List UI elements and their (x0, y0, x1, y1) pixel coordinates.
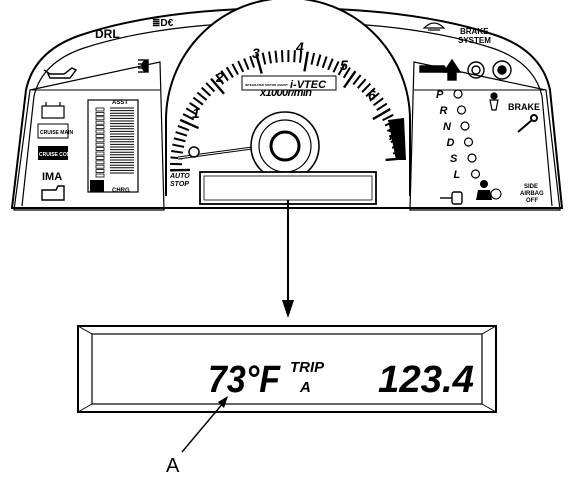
gear-position-lamp (468, 154, 476, 162)
ima-bar-segment (96, 148, 104, 151)
brake-system-label-line1: BRAKE (460, 27, 489, 36)
gear-position-label: D (447, 137, 455, 149)
gear-position-label: L (454, 169, 461, 181)
ivtec-logo-small-text: INTEGRATED MOTOR ASSIST (245, 83, 288, 87)
gear-position-lamp (458, 106, 466, 114)
ima-bar-segment (96, 139, 104, 142)
ivtec-logo: INTEGRATED MOTOR ASSIST i-VTEC (242, 76, 336, 91)
ima-bar-segment (96, 161, 104, 164)
tach-number: 1 (192, 105, 200, 121)
ima-bar-segment (96, 170, 104, 173)
ima-bar-segment (96, 108, 104, 111)
ima-bar-segment (96, 112, 104, 115)
side-airbag-off-line3: OFF (526, 198, 538, 204)
ima-bar-gauge: ASST CHRG (88, 100, 138, 194)
cruise-main-indicator: CRUISE MAIN (38, 124, 73, 138)
gear-position-lamp (465, 138, 473, 146)
outside-temperature-readout: 73°F (208, 359, 282, 401)
brake-system-label-line2: SYSTEM (458, 36, 491, 45)
gear-position-label: S (450, 153, 458, 165)
gear-position-lamp (454, 90, 462, 98)
auto-stop-label-line2: STOP (170, 181, 189, 188)
fog-light-indicator: ≣D€ (152, 18, 174, 29)
side-airbag-off-line2: AIRBAG (520, 191, 544, 197)
gear-position-label: P (436, 89, 444, 101)
ima-bar-segment (96, 143, 104, 146)
gear-position-label: R (440, 105, 448, 117)
ima-bar-segment (96, 117, 104, 120)
cruise-control-label: CRUISE CONTROL (39, 152, 84, 158)
ima-bar-segment (96, 130, 104, 133)
tach-number: 2 (215, 69, 224, 85)
brake-label: BRAKE (508, 102, 540, 112)
gear-position-label: N (443, 121, 452, 133)
tach-tick (275, 51, 276, 63)
tach-number: 5 (340, 57, 348, 73)
gear-position-lamp (461, 122, 469, 130)
ima-bar-segment (96, 156, 104, 159)
enlarged-multi-display: 73°F TRIP A 123.4 (78, 326, 496, 412)
ima-label: IMA (42, 171, 62, 183)
tach-tick (294, 50, 295, 62)
ima-asst-label: ASST (112, 100, 128, 106)
ivtec-logo-text: i-VTEC (290, 79, 327, 91)
side-airbag-off-line1: SIDE (524, 184, 538, 190)
ima-bar-segment (96, 174, 104, 177)
callout-a-label: A (166, 455, 180, 477)
ima-bar-segment (96, 126, 104, 129)
tach-number: 3 (252, 45, 260, 61)
cluster-lcd-window (200, 172, 376, 204)
tach-number: 4 (295, 39, 304, 55)
trip-odometer-readout: 123.4 (378, 359, 474, 401)
ima-bar-segment (96, 121, 104, 124)
cruise-main-label: CRUISE MAIN (40, 130, 73, 136)
tachometer-hub-cap (271, 132, 299, 160)
zoom-arrow (282, 200, 294, 318)
trip-a-label: A (299, 379, 311, 396)
tach-tick (282, 50, 283, 62)
tach-number: 6 (368, 87, 376, 103)
ima-bar-segment (96, 165, 104, 168)
ima-bar-segment (96, 152, 104, 155)
auto-stop-label-line1: AUTO (169, 173, 190, 180)
gear-position-lamp (472, 170, 480, 178)
ima-bar-segment (96, 134, 104, 137)
ima-chrg-label: CHRG (112, 188, 130, 194)
drl-label: DRL (95, 27, 120, 41)
trip-label: TRIP (290, 359, 325, 376)
tachometer-left-dot (189, 147, 199, 157)
